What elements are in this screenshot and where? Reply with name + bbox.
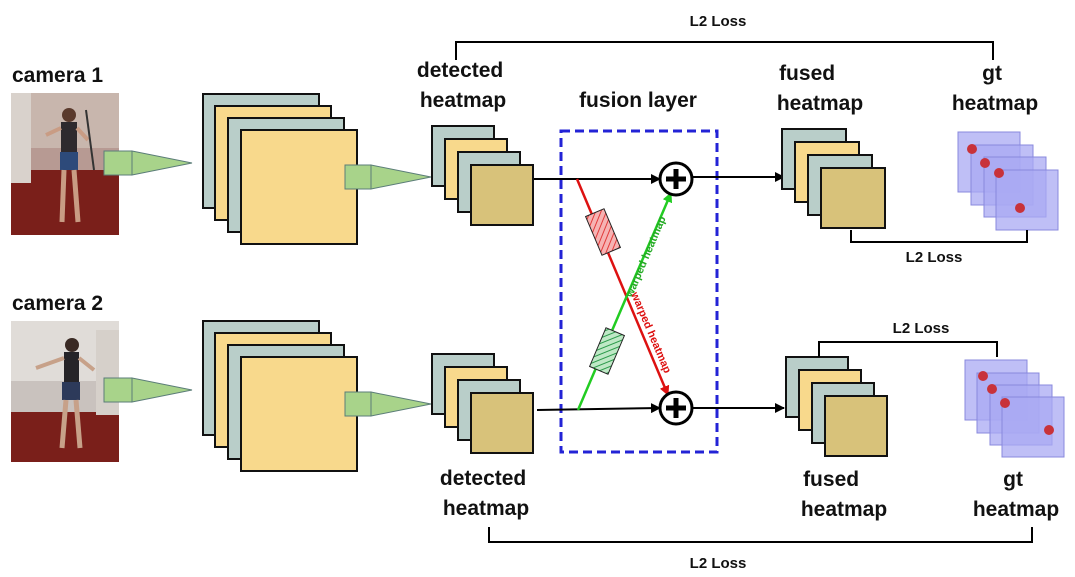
gt-heatmap-stack-top [957,131,1059,231]
camera-1-photo [11,93,119,235]
warped-arrow-red [575,178,670,396]
camera-2-label: camera 2 [12,292,103,315]
l2-loss-bracket-bottom [488,527,1033,543]
warp-transform-box-green [588,327,626,375]
fusion-layer-box [559,129,719,454]
circled-plus-icon [658,390,694,426]
camera-1-label: camera 1 [12,64,103,87]
warped-heatmap-label-red: warped heatmap [628,290,673,376]
l2-loss-label-mid-top: L2 Loss [906,249,963,266]
l2-loss-bracket-mid-bottom [818,341,998,357]
gt-heatmap-label-bottom: gt heatmap [973,468,1059,521]
gt-heatmap-stack-bottom [964,359,1065,458]
l2-loss-label-mid-bottom: L2 Loss [893,320,950,337]
feature-map-stack-2 [202,320,358,472]
detected-heatmap-label-top: detected heatmap [417,59,509,112]
fused-heatmap-stack-top [781,128,886,229]
detected-heatmap-stack-top [431,125,534,226]
detected-heatmap-label-bottom: detected heatmap [440,467,532,520]
warp-transform-box-red [584,208,622,256]
warped-heatmap-label-green: warped heatmap [623,214,668,300]
fused-heatmap-label-top: fused heatmap [777,62,863,115]
head-cone-1 [344,164,432,190]
fusion-layer-label: fusion layer [579,89,697,112]
head-cone-2 [344,391,432,417]
warped-arrow-green [576,192,673,411]
l2-loss-label-bottom: L2 Loss [690,555,747,572]
fused-heatmap-stack-bottom [785,356,888,457]
l2-loss-label-top: L2 Loss [690,13,747,30]
camera-2-photo [11,321,119,462]
encoder-cone-2 [103,377,193,403]
fused-heatmap-label-bottom: fused heatmap [801,468,887,521]
circled-plus-icon [658,161,694,197]
feature-map-stack-1 [202,93,358,245]
l2-loss-bracket-mid-top [850,230,1028,243]
encoder-cone-1 [103,150,193,176]
arrow-detected-to-sum-bottom [536,403,661,414]
gt-heatmap-label-top: gt heatmap [952,62,1038,115]
l2-loss-bracket-top [455,41,994,60]
detected-heatmap-stack-bottom [431,353,534,454]
